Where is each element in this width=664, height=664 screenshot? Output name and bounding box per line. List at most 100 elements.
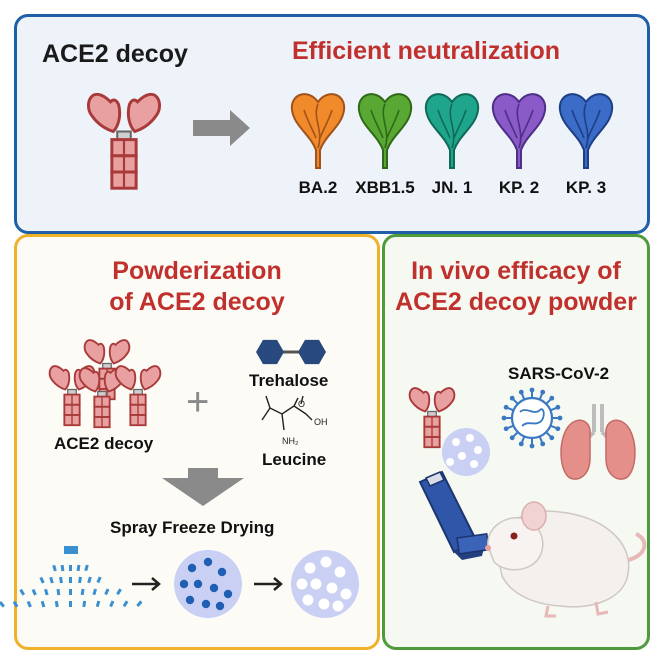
spike-protein-icon-2 — [424, 93, 480, 169]
particle-pore — [318, 598, 330, 610]
spray-droplet — [116, 588, 122, 596]
spray-droplet — [92, 588, 97, 596]
trehalose-ring-icon — [256, 339, 284, 365]
ace2-decoy-title: ACE2 decoy — [42, 40, 188, 68]
particle-dot — [209, 583, 219, 593]
in-vivo-title-line2: ACE2 decoy powder — [395, 288, 637, 316]
leucine-nh2: NH₂ — [282, 436, 299, 446]
spray-droplet — [49, 576, 54, 584]
leucine-oh: OH — [314, 417, 328, 427]
spray-droplet — [0, 601, 5, 608]
particle-dot — [215, 601, 225, 611]
spray-droplet — [52, 564, 57, 572]
plus-sign: + — [186, 380, 210, 424]
particle-dot — [201, 599, 211, 609]
mouse-tail — [627, 532, 647, 562]
spray-droplet — [54, 600, 59, 608]
spike-detail — [370, 103, 400, 149]
particle-pore — [452, 438, 460, 446]
spray-droplet — [87, 576, 92, 584]
inhaler-mouthpiece — [456, 533, 490, 555]
leucine-label: Leucine — [262, 450, 327, 469]
spike-detail — [303, 103, 333, 149]
ace2-decoy-cluster-icon — [114, 365, 162, 427]
virus-spike-tip — [503, 426, 509, 432]
particle-pore — [474, 446, 482, 454]
particle-dot — [217, 567, 227, 577]
spray-droplet — [69, 577, 72, 583]
sars-cov-2-label: SARS-CoV-2 — [508, 364, 610, 383]
spray-nozzle-icon — [64, 546, 78, 554]
mouse-head — [487, 517, 544, 571]
spike-detail — [437, 103, 467, 149]
spray-droplet — [26, 600, 32, 608]
spike-protein-icon-1 — [357, 93, 413, 169]
variant-label: XBB1.5 — [355, 178, 415, 197]
arrow-down-icon — [162, 468, 244, 506]
virus-spike-tip — [540, 441, 546, 447]
virus-spike-tip — [540, 389, 546, 395]
virus-spike-tip — [501, 415, 507, 421]
spray-droplet — [122, 600, 129, 608]
spray-droplet — [69, 589, 72, 595]
powderization-title-line1: Powderization — [112, 257, 282, 285]
mouse-icon — [485, 501, 647, 618]
trachea — [582, 404, 614, 444]
spray-droplet — [44, 588, 49, 596]
spray-freeze-drying-label: Spray Freeze Drying — [110, 518, 275, 537]
mouse-nose — [485, 545, 491, 551]
inhaler-icon — [418, 470, 490, 560]
leucine-structure-icon — [261, 395, 313, 431]
mouse-eye — [510, 532, 518, 540]
spray-droplet — [80, 588, 85, 596]
particle-dot — [187, 563, 197, 573]
spray-droplet — [136, 600, 143, 607]
spray-droplet — [31, 588, 37, 596]
spike-detail — [504, 103, 534, 149]
virus-spike-tip — [555, 404, 561, 410]
spray-droplet — [96, 576, 102, 584]
spray-droplet — [76, 564, 81, 572]
lungs-icon — [560, 404, 636, 480]
spike-protein-icon-3 — [491, 93, 547, 169]
particle-pore — [340, 588, 352, 600]
powder-particle-icon — [442, 428, 490, 476]
variant-label: KP. 2 — [498, 178, 540, 197]
virus-body — [510, 396, 554, 440]
virus-spike-tip — [555, 426, 561, 432]
arrow-small-icon — [132, 577, 161, 591]
virus-spike-tip — [529, 443, 535, 449]
particle-pore — [466, 434, 474, 442]
ace2-decoy-icon — [86, 92, 162, 190]
spray-droplet — [82, 600, 87, 608]
particle-pore — [470, 460, 478, 468]
virus-spike-tip — [529, 387, 535, 393]
virus-spike-tip — [518, 441, 524, 447]
inhaler-cap — [424, 471, 446, 487]
in-vivo-title-line1: In vivo efficacy of — [411, 257, 621, 285]
trehalose-ring-icon — [298, 339, 326, 365]
variant-label: JN. 1 — [431, 178, 473, 197]
spray-droplet — [69, 601, 72, 607]
virus-spike-tip — [549, 395, 555, 401]
particle-pore — [302, 594, 314, 606]
spray-droplet — [95, 600, 101, 608]
virus-spike-tip — [549, 435, 555, 441]
particle-dot — [203, 557, 213, 567]
particle-pore — [326, 582, 338, 594]
decoy-label: ACE2 decoy — [54, 434, 154, 453]
spike-protein-icon-4 — [558, 93, 614, 169]
particle-pore — [332, 600, 344, 612]
particle-dot — [223, 589, 233, 599]
variant-label: KP. 3 — [565, 178, 607, 197]
spray-droplet — [59, 576, 63, 584]
particle-dot — [179, 579, 189, 589]
arrow-small-icon — [254, 577, 283, 591]
virus-spike-tip — [518, 389, 524, 395]
spike-protein-icon-0 — [290, 93, 346, 169]
in-vivo-title: In vivo efficacy of ACE2 decoy powder — [382, 256, 650, 318]
arrow-right-icon — [193, 110, 250, 146]
particle-pore — [334, 566, 346, 578]
variant-label: BA.2 — [298, 178, 338, 197]
